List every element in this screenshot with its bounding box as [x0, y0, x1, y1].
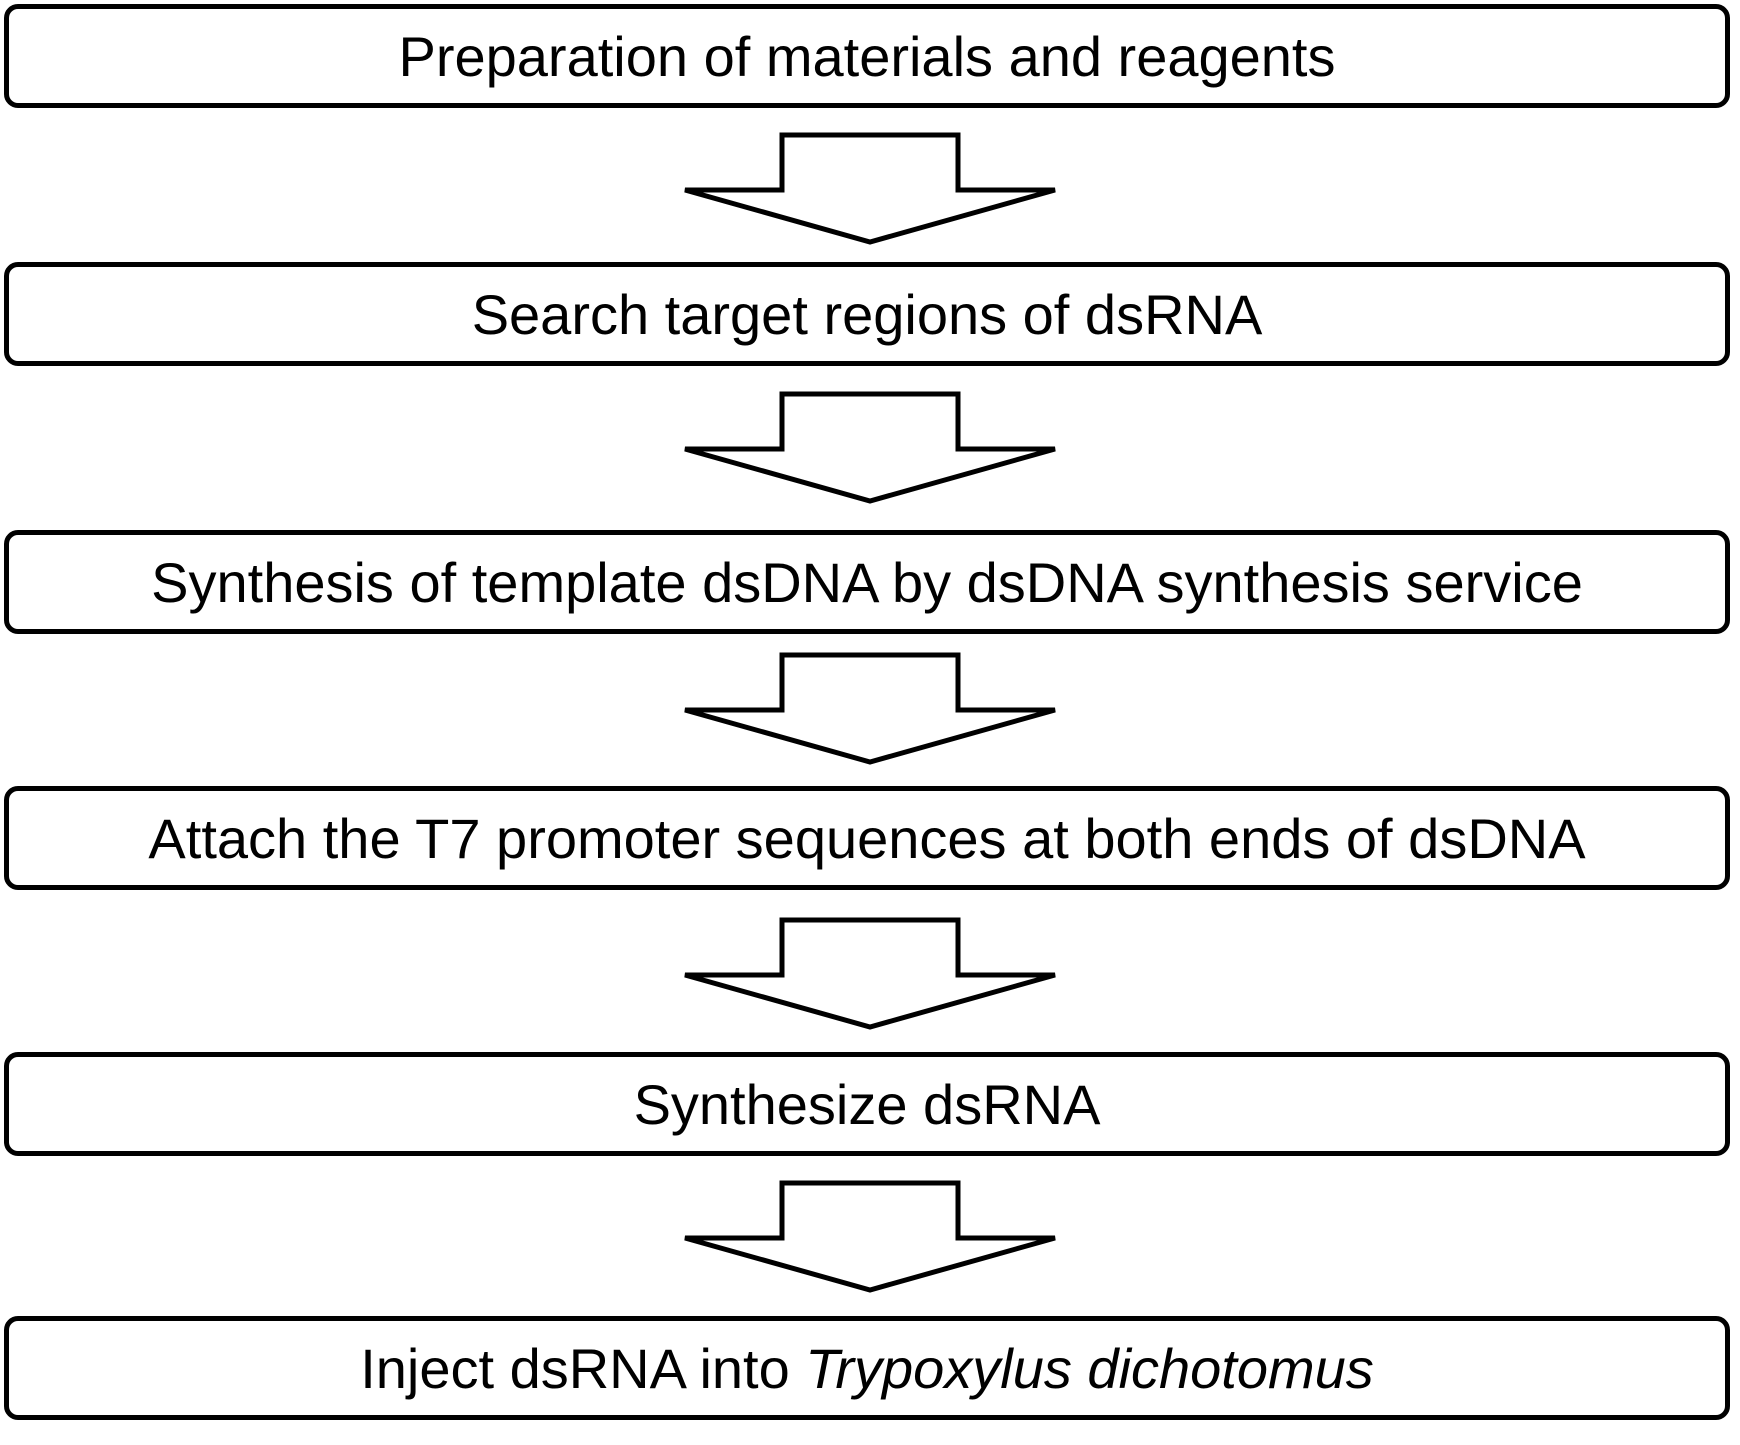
- down-arrow-icon: [675, 917, 1065, 1032]
- step-preparation-label: Preparation of materials and reagents: [398, 24, 1336, 88]
- step-inject-dsrna-text: Inject dsRNA into: [360, 1336, 806, 1400]
- step-search-target-box: Search target regions of dsRNA: [4, 262, 1730, 366]
- species-name: Trypoxylus dichotomus: [805, 1336, 1374, 1400]
- step-attach-t7-label: Attach the T7 promoter sequences at both…: [148, 806, 1586, 870]
- step-synthesis-template-label: Synthesis of template dsDNA by dsDNA syn…: [151, 550, 1583, 614]
- step-synthesize-dsrna-label: Synthesize dsRNA: [633, 1072, 1101, 1136]
- down-arrow-icon: [675, 652, 1065, 767]
- down-arrow-icon: [675, 1180, 1065, 1295]
- step-inject-dsrna-box: Inject dsRNA into Trypoxylus dichotomus: [4, 1316, 1730, 1420]
- step-attach-t7-box: Attach the T7 promoter sequences at both…: [4, 786, 1730, 890]
- step-preparation-box: Preparation of materials and reagents: [4, 4, 1730, 108]
- down-arrow-icon: [675, 132, 1065, 247]
- step-inject-dsrna-label: Inject dsRNA into Trypoxylus dichotomus: [360, 1336, 1374, 1401]
- step-synthesis-template-box: Synthesis of template dsDNA by dsDNA syn…: [4, 530, 1730, 634]
- down-arrow-icon: [675, 391, 1065, 506]
- step-search-target-label: Search target regions of dsRNA: [471, 282, 1263, 346]
- step-synthesize-dsrna-box: Synthesize dsRNA: [4, 1052, 1730, 1156]
